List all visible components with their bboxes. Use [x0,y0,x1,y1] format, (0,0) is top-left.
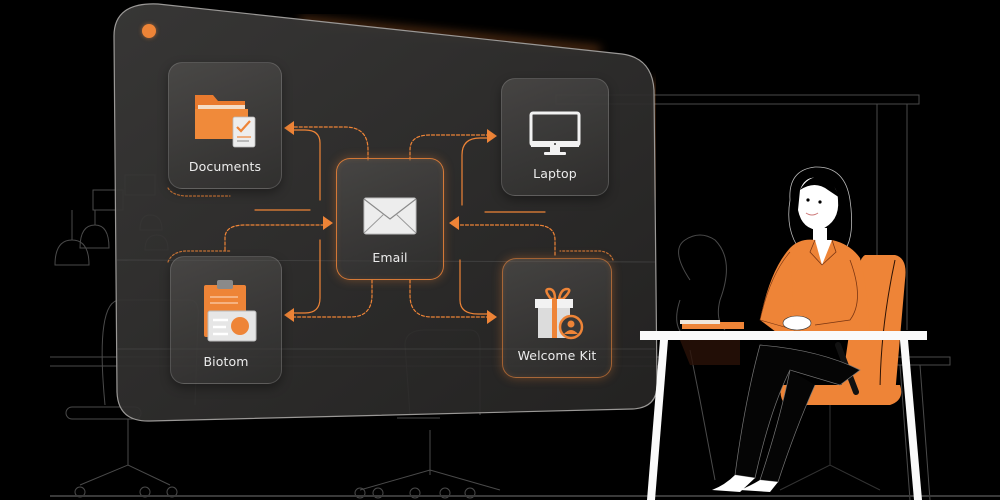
node-documents[interactable]: Documents [168,62,282,189]
node-laptop[interactable]: Laptop [501,78,609,196]
status-dot [142,24,156,38]
arrow-to-biotom [284,308,294,322]
arrow-into-email-right [449,216,459,230]
folder-checklist-icon [195,95,256,148]
arrow-to-welcome-kit [487,310,497,324]
node-label: Laptop [533,166,577,181]
arrow-to-laptop [487,129,497,143]
clipboard-idcard-icon [204,280,257,342]
node-biotom[interactable]: Biotom [170,256,282,384]
node-label: Welcome Kit [517,348,597,363]
gift-user-icon [535,287,584,340]
node-label: Email [372,250,408,265]
node-welcome-kit[interactable]: Welcome Kit [502,258,612,378]
node-label: Documents [188,159,262,174]
monitor-icon [529,111,581,155]
node-email[interactable]: Email [336,158,444,280]
node-label: Biotom [203,354,249,369]
arrow-to-documents [284,121,294,135]
envelope-icon [363,197,417,235]
arrow-into-email-left [323,216,333,230]
